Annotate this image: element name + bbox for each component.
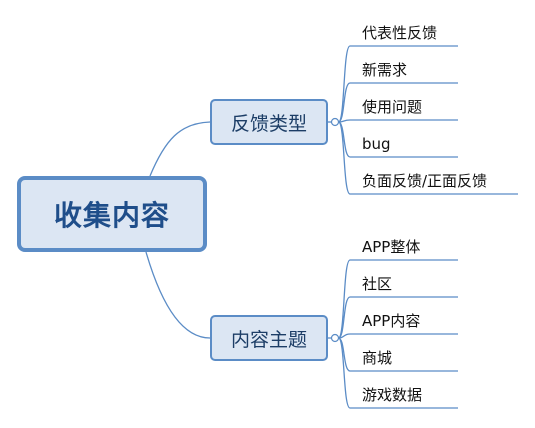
leaf-node[interactable]: 商城: [362, 349, 393, 367]
leaf-node[interactable]: 游戏数据: [362, 386, 423, 404]
leaf-node[interactable]: 负面反馈/正面反馈: [362, 172, 488, 190]
collapse-toggle-icon[interactable]: [330, 117, 340, 127]
leaf-node[interactable]: 新需求: [362, 61, 408, 79]
leaf-node[interactable]: 代表性反馈: [362, 24, 438, 42]
leaf-connector-line: [338, 333, 458, 339]
branch-node-content-topic[interactable]: 内容主题: [210, 315, 328, 361]
root-node[interactable]: 收集内容: [17, 176, 207, 252]
leaf-connector-line: [337, 337, 458, 409]
root-to-branch-line: [145, 251, 211, 339]
leaf-connector-line: [337, 121, 458, 195]
branch-label: 内容主题: [230, 328, 307, 351]
leaf-node[interactable]: APP整体: [362, 238, 421, 256]
leaf-node[interactable]: 使用问题: [362, 98, 423, 116]
root-to-branch-line: [149, 121, 211, 177]
leaf-node[interactable]: APP内容: [362, 312, 421, 330]
branch-label: 反馈类型: [230, 112, 307, 135]
leaf-node[interactable]: bug: [362, 135, 391, 153]
branch-node-feedback-type[interactable]: 反馈类型: [210, 99, 328, 145]
leaf-connector-line: [337, 82, 458, 123]
leaf-node[interactable]: 社区: [362, 275, 393, 293]
root-label: 收集内容: [53, 199, 170, 232]
collapse-toggle-icon[interactable]: [330, 333, 340, 343]
leaf-connector-line: [338, 119, 458, 123]
leaf-connector-line: [337, 296, 458, 339]
